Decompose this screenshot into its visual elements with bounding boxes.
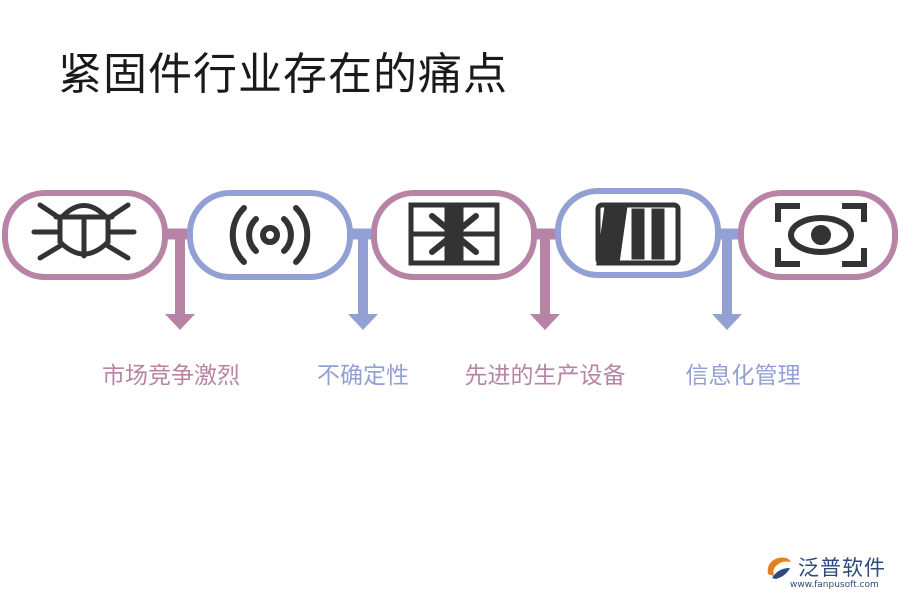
step-label-1: 市场竞争激烈 [102, 363, 240, 389]
step-label-4: 信息化管理 [685, 363, 801, 389]
logo-mark-icon [767, 557, 791, 579]
down-arrow-3 [530, 314, 560, 330]
page-title: 紧固件行业存在的痛点 [58, 49, 508, 100]
gift-icon [408, 202, 500, 266]
signal-icon [229, 205, 311, 265]
server-rack-icon [595, 202, 681, 266]
down-arrow-2 [348, 314, 378, 330]
down-arrow-1 [165, 314, 195, 330]
step-box-2 [187, 190, 353, 280]
logo-url: www.fanpusoft.com [790, 580, 879, 590]
step-label-3: 先进的生产设备 [464, 363, 626, 389]
bug-icon [31, 202, 137, 261]
step-label-2: 不确定性 [317, 363, 409, 389]
focus-target-icon [775, 203, 867, 267]
down-arrow-4 [712, 314, 742, 330]
logo-name: 泛普软件 [798, 556, 886, 580]
brand-logo: 泛普软件 www.fanpusoft.com [764, 552, 894, 596]
